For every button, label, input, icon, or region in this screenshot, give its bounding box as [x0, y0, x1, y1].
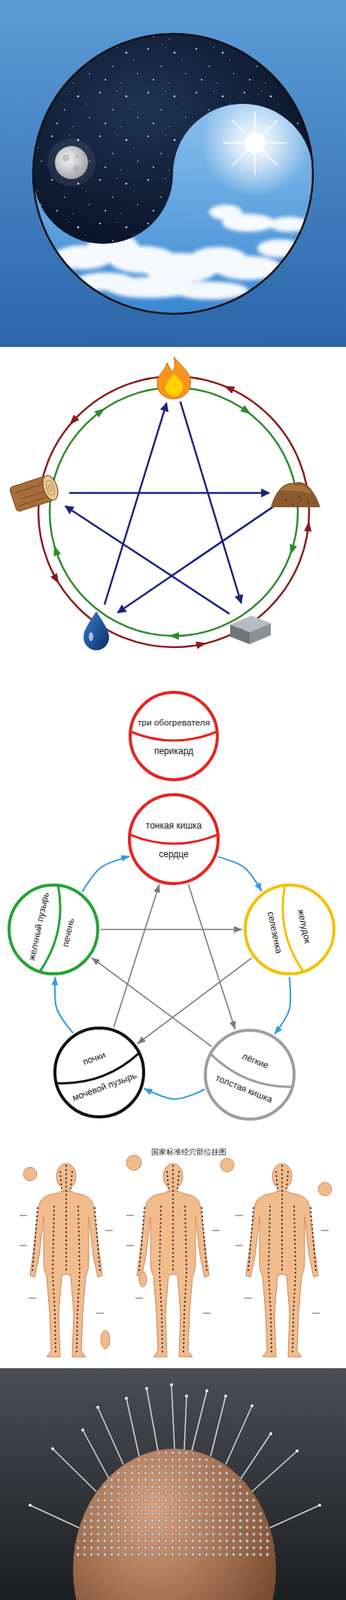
circle-ring: [205, 1029, 295, 1119]
sun: [244, 132, 266, 154]
needle-heads: [75, 1450, 274, 1559]
moon-crater: [62, 154, 70, 162]
day-half: [33, 33, 313, 314]
inner-cycle-arrows: [50, 404, 298, 640]
moon-glow: [47, 138, 96, 187]
five-elements-picture: [9, 356, 321, 650]
organ-circle: желудок селезенка: [243, 883, 336, 975]
cycle-arrow: [274, 976, 291, 1034]
organ-name: желудок: [295, 907, 313, 944]
night-half: [33, 33, 313, 244]
organ-circle: почки мочевой пузырь: [53, 1025, 146, 1118]
text-frame: желчный пузырь печень: [0, 874, 108, 984]
cycle-arrow: [100, 928, 243, 930]
needle-photo: [0, 1367, 346, 1600]
cycle-arrow: [81, 855, 130, 892]
cycle-arrow: [217, 855, 262, 891]
wood-icon: [9, 473, 61, 512]
text-frame: тонкая кишка сердце: [127, 792, 220, 885]
organ-name: печень: [60, 916, 77, 948]
body-front: [19, 1162, 113, 1357]
cycle-arrow: [136, 957, 252, 1044]
sun-glow: [200, 88, 310, 198]
moon-crater: [75, 154, 79, 159]
body-back: [126, 1162, 220, 1357]
yin-yang-outline: [33, 33, 313, 314]
circle-outline: [243, 883, 336, 975]
moon-crater: [72, 165, 79, 172]
divider-arc: [129, 834, 218, 844]
organ-name: сердце: [158, 848, 189, 859]
earth-icon: [270, 482, 321, 507]
moon: [54, 145, 89, 180]
clouds: [52, 204, 311, 300]
acupuncture-chart: [19, 1154, 332, 1357]
organ-name: три обогревателя: [137, 716, 210, 728]
yin-yang-picture: [0, 0, 346, 347]
text-frame: три обогревателя перикард: [128, 690, 219, 781]
organ-circle: лёгкиетолстая кишка: [203, 1028, 296, 1120]
circle-outline: [128, 690, 219, 781]
organ-circle: тонкая кишка сердце: [127, 792, 220, 885]
divider-arc: [130, 731, 217, 741]
organ-name: почки: [81, 1048, 107, 1067]
needles: [30, 1384, 320, 1527]
control-star: [65, 401, 275, 614]
organ-circle: желчный пузырь печень: [7, 883, 100, 975]
stars: [33, 33, 313, 244]
metal-icon: [230, 615, 271, 644]
fire-icon: [157, 356, 191, 399]
cycle-arrow: [188, 883, 235, 1029]
text-frame: желудок селезенка: [235, 874, 345, 984]
sky-background: [0, 0, 346, 347]
circle-ring: [129, 794, 219, 884]
organ-name: тонкая кишка: [145, 819, 202, 831]
circle-ring: [9, 884, 98, 974]
needle-tips: [28, 1382, 322, 1506]
organ-name: селезенка: [265, 910, 285, 954]
inset-pictures: [23, 1154, 332, 1348]
cycle-arrow: [113, 883, 160, 1027]
organ-name: перикард: [154, 745, 194, 756]
cycle-arrow: [143, 1087, 205, 1099]
circle-ring: [130, 692, 218, 780]
circle-ring: [54, 1027, 144, 1117]
sun-rays: [223, 111, 287, 175]
chart-title: 国家标准经穴部位挂图: [151, 1147, 227, 1157]
circle-outline: [127, 792, 220, 885]
body-side: [235, 1162, 329, 1357]
inner-cycle: [49, 387, 298, 636]
label-anchor: 国家标准经穴部位挂图: [188, 1147, 265, 1162]
circle-outline: [7, 883, 100, 975]
circle-ring: [245, 884, 334, 974]
water-icon: [83, 610, 110, 650]
outer-cycle: [38, 376, 310, 647]
outer-cycle-arrows: [50, 382, 313, 649]
organ-name: мочевой пузырь: [70, 1069, 138, 1103]
organ-name: лёгкие: [240, 1050, 271, 1071]
organ-name: желчный пузырь: [26, 890, 52, 961]
cycle-arrow: [54, 976, 73, 1033]
sun-and-clouds: [52, 88, 311, 300]
text-frame: лёгкиетолстая кишка: [190, 1014, 310, 1135]
text-frame: почки мочевой пузырь: [40, 1013, 158, 1131]
organ-circle: три обогревателя перикард: [128, 690, 219, 781]
organ-name: толстая кишка: [214, 1071, 275, 1105]
